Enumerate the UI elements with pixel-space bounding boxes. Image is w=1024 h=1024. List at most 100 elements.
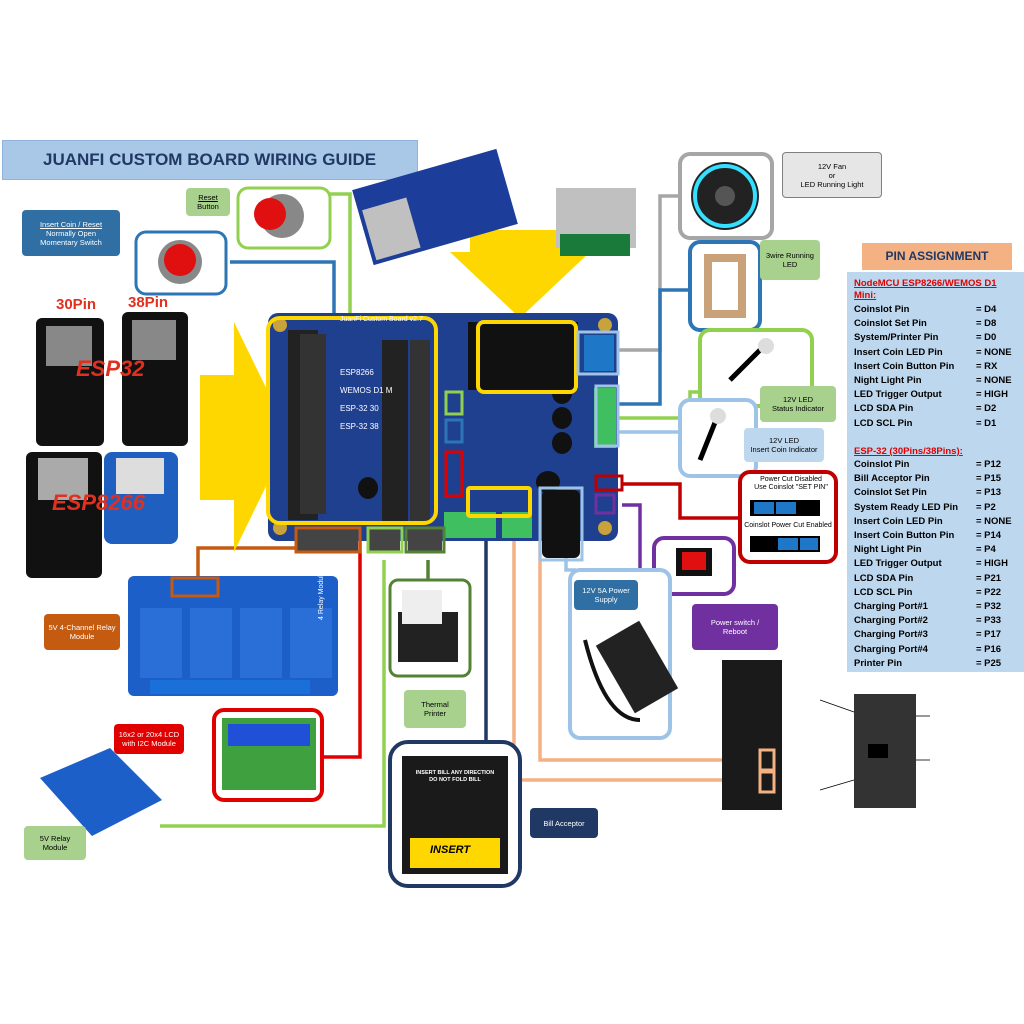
insert-coin-callout: Insert Coin / Reset Normally Open Moment… — [22, 210, 120, 256]
printer-callout: Thermal Printer — [404, 690, 466, 728]
bill-acceptor-callout: Bill Acceptor — [530, 808, 598, 838]
esp32-pin-row: Charging Port#1= P32 — [854, 601, 1020, 615]
pin-name: Charging Port#1 — [854, 601, 928, 612]
pin-value: = P14 — [976, 530, 1002, 541]
running-led-callout: 3wire Running LED — [760, 240, 820, 280]
pin-assignment-panel — [847, 272, 1024, 672]
coinslot-wire2 — [538, 540, 760, 762]
relay5-callout: 5V Relay Module — [24, 826, 86, 860]
esp32-pin-row: System Ready LED Pin= P2 — [854, 502, 1020, 516]
esp32-pin-row: Insert Coin Button Pin = P14 — [854, 530, 1020, 544]
pin-value: = P16 — [976, 643, 1002, 655]
nodemcu-pin-row: Coinslot Pin = D4 — [854, 304, 1020, 318]
bill-insert-text: INSERT — [430, 844, 471, 856]
pin-value: = D8 — [976, 318, 997, 330]
reset-callout: Reset Button — [186, 188, 230, 216]
nodemcu-pin-row: LCD SCL Pin = D1 — [854, 418, 1020, 432]
power-switch-callout: Power switch / Reboot — [692, 604, 778, 650]
pin-name: Charging Port#4 — [854, 643, 928, 655]
nodemcu-pin-row: Insert Coin LED Pin = NONE — [854, 347, 1020, 361]
psu-callout: 12V 5A Power Supply — [574, 580, 638, 610]
esp32-label: ESP32 — [76, 356, 145, 381]
pin-value: = NONE — [976, 515, 1012, 527]
pin-value: = RX — [976, 360, 998, 372]
pin38-label: 38Pin — [128, 294, 169, 311]
pin-name: LCD SCL Pin — [854, 586, 913, 598]
pin-name: Coinslot Pin — [854, 459, 910, 470]
pin-name: Bill Acceptor Pin — [854, 473, 930, 485]
running-led-wire — [618, 288, 690, 406]
relay4-callout: 5V 4-Channel Relay Module — [44, 614, 120, 650]
pin30-label: 30Pin — [56, 296, 97, 313]
pin-name: Coinslot Pin — [854, 304, 910, 315]
power-terminal — [584, 335, 614, 371]
nodemcu-pin-row: LCD SDA Pin= D2 — [854, 403, 1020, 417]
board-marking-1: ESP8266 — [340, 368, 374, 377]
esp32-pin-row: Insert Coin LED Pin = NONE — [854, 516, 1020, 530]
coinslot — [722, 660, 782, 810]
powercut-enabled-label: Coinslot Power Cut Enabled — [744, 522, 832, 529]
board-marking-4: ESP-32 38 — [340, 422, 379, 431]
pin-value: = P2 — [976, 501, 996, 513]
pin-value: = P15 — [976, 473, 1002, 485]
esp8266-label: ESP8266 — [52, 490, 145, 515]
pin-name: Insert Coin LED Pin — [854, 515, 943, 527]
pin-name: LED Trigger Output — [854, 389, 942, 401]
pin-value: = D1 — [976, 417, 997, 429]
esp32-pin-row: Printer Pin = P25 — [854, 658, 1020, 672]
esp32-pin-row: Night Light Pin = P4 — [854, 544, 1020, 558]
dc-jack — [542, 490, 580, 558]
nodemcu-title: NodeMCU ESP8266/WEMOS D1 — [854, 278, 997, 289]
pin-value: = P4 — [976, 544, 996, 556]
pin-value: = NONE — [976, 346, 1012, 358]
board-marking-3: ESP-32 30 — [340, 404, 379, 413]
relay-board-label: 4 Relay Module — [318, 571, 325, 620]
pin-name: Insert Coin Button Pin — [854, 530, 955, 541]
esp32-pin-row: Charging Port#2= P33 — [854, 615, 1020, 629]
pin-value: = P17 — [976, 629, 1002, 641]
esp32-pin-row: Charging Port#3= P17 — [854, 629, 1020, 643]
pin-value: = HIGH — [976, 558, 1008, 570]
pin-value: = P13 — [976, 487, 1002, 499]
pin-name: Charging Port#2 — [854, 615, 928, 627]
nodemcu-pin-row: Insert Coin Button Pin= RX — [854, 361, 1020, 375]
pin-name: Insert Coin LED Pin — [854, 346, 943, 358]
pin-name: Printer Pin — [854, 657, 903, 669]
pin-name: Night Light Pin — [854, 544, 922, 556]
pin-name: Night Light Pin — [854, 375, 922, 386]
pin-value: = P25 — [976, 657, 1002, 669]
top-yellow-arrow — [450, 230, 590, 318]
pin-value: = D0 — [976, 332, 997, 344]
relay4-wire — [196, 546, 306, 578]
pin-value: = D4 — [976, 304, 997, 315]
pin-name: System/Printer Pin — [854, 332, 939, 344]
status-led-callout: 12V LED Status Indicator — [760, 386, 836, 422]
pin-name: LCD SDA Pin — [854, 572, 914, 584]
board-marking-2: WEMOS D1 M — [340, 386, 393, 395]
lcd-callout: 16x2 or 20x4 LCD with I2C Module — [114, 724, 184, 754]
esp32-pin-row: LCD SDA Pin= P21 — [854, 573, 1020, 587]
relay5-wire — [160, 560, 386, 828]
nodemcu-title-2: Mini: — [854, 290, 877, 301]
pin-assignment-header: PIN ASSIGNMENT — [862, 243, 1012, 270]
esp32-pin-row: Charging Port#4 = P16 — [854, 644, 1020, 658]
pin-name: Coinslot Set Pin — [854, 487, 927, 499]
pin-value: = HIGH — [976, 389, 1008, 401]
fan-wire — [612, 194, 680, 352]
esp32-pin-row: Coinslot Pin= P12 — [854, 459, 1020, 473]
pin-value: = NONE — [976, 375, 1012, 386]
bill-face-text: INSERT BILL ANY DIRECTION DO NOT FOLD BI… — [415, 770, 495, 783]
board-label: JuanFi Custom Board v2.7 — [340, 316, 423, 323]
nodemcu-pin-row: Night Light Pin = NONE — [854, 375, 1020, 389]
pin-name: LCD SCL Pin — [854, 417, 913, 429]
nodemcu-pin-row: LED Trigger Output = HIGH — [854, 389, 1020, 403]
pin-name: LCD SDA Pin — [854, 403, 914, 415]
esp32-pin-row: Coinslot Set Pin = P13 — [854, 487, 1020, 501]
page-title: JUANFI CUSTOM BOARD WIRING GUIDE — [2, 140, 418, 180]
fan-callout: 12V Fan or LED Running Light — [782, 152, 882, 198]
pin-value: = P22 — [976, 586, 1002, 598]
left-yellow-arrow — [200, 322, 290, 552]
coin-led-callout: 12V LED Insert Coin Indicator — [744, 428, 824, 462]
nodemcu-pin-row: System/Printer Pin = D0 — [854, 332, 1020, 346]
